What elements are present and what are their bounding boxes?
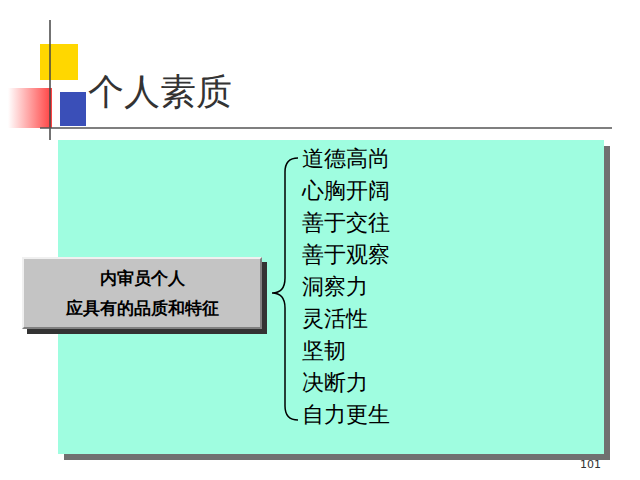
- quality-item: 自力更生: [302, 400, 390, 430]
- red-square: [8, 88, 52, 128]
- quality-item: 善于交往: [302, 208, 390, 238]
- quality-item: 灵活性: [302, 304, 368, 334]
- quality-item: 坚韧: [302, 336, 346, 366]
- quality-item: 善于观察: [302, 240, 390, 270]
- quality-item: 心胸开阔: [302, 176, 390, 206]
- content-panel: 道德高尚心胸开阔善于交往善于观察洞察力灵活性坚韧决断力自力更生 内审员个人 应具有…: [58, 140, 604, 454]
- label-text: 内审员个人 应具有的品质和特征: [60, 263, 223, 323]
- label-box: 内审员个人 应具有的品质和特征: [22, 257, 262, 329]
- blue-square: [60, 92, 86, 126]
- page-number: 101: [580, 458, 601, 471]
- brace-path: [272, 158, 298, 420]
- quality-item: 决断力: [302, 368, 368, 398]
- quality-item: 洞察力: [302, 272, 368, 302]
- title-rule: [40, 127, 612, 129]
- yellow-square: [40, 44, 78, 80]
- slide-title: 个人素质: [88, 68, 232, 117]
- quality-item: 道德高尚: [302, 144, 390, 174]
- vertical-rule: [49, 20, 51, 140]
